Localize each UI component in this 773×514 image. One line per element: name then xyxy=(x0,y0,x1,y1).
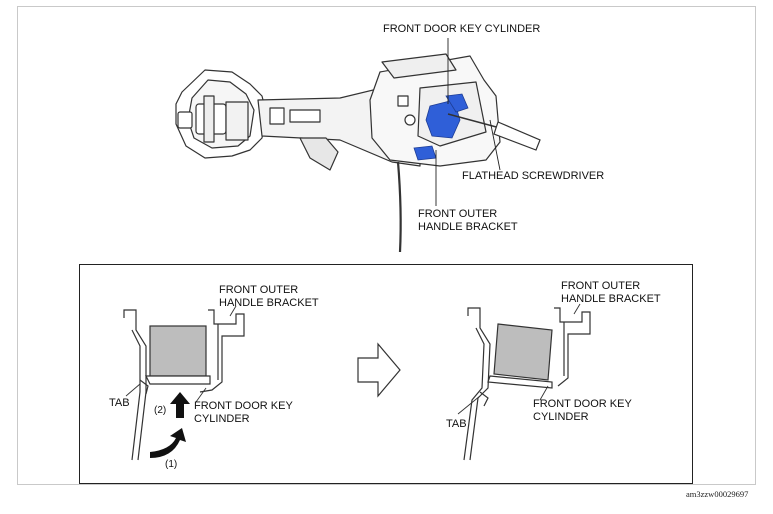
tab-after xyxy=(479,391,489,407)
detail-before xyxy=(123,305,245,461)
left-tab-label: TAB xyxy=(109,397,130,409)
arrow-curve-1 xyxy=(150,428,186,458)
right-cylinder-label-line2: CYLINDER xyxy=(533,411,589,423)
label-bracket-line1: FRONT OUTER xyxy=(418,208,498,220)
transition-arrow-icon xyxy=(357,342,401,398)
key-cylinder-before xyxy=(149,325,207,377)
figure-frame xyxy=(17,6,756,485)
key-cylinder-highlight xyxy=(413,93,469,161)
key-cylinder-after xyxy=(493,323,553,381)
step-2-label: (2) xyxy=(154,405,167,416)
left-bracket-label-line1: FRONT OUTER xyxy=(219,284,299,296)
left-cylinder-label-line1: FRONT DOOR KEY xyxy=(194,400,293,412)
tab-before xyxy=(139,379,149,395)
right-bracket-label-line2: HANDLE BRACKET xyxy=(561,293,661,305)
step-1-label: (1) xyxy=(165,459,178,470)
right-tab-label: TAB xyxy=(446,418,467,430)
arrow-up-2 xyxy=(170,392,190,418)
label-key-cylinder: FRONT DOOR KEY CYLINDER xyxy=(383,23,541,35)
figure-code: am3zzw00029697 xyxy=(686,489,749,499)
right-cylinder-label-line1: FRONT DOOR KEY xyxy=(533,398,632,410)
detail-after xyxy=(457,303,591,461)
left-cylinder-label-line2: CYLINDER xyxy=(194,413,250,425)
left-bracket-label-line2: HANDLE BRACKET xyxy=(219,297,319,309)
label-bracket-line2: HANDLE BRACKET xyxy=(418,221,518,233)
right-bracket-label-line1: FRONT OUTER xyxy=(561,280,641,292)
label-screwdriver: FLATHEAD SCREWDRIVER xyxy=(462,170,605,182)
